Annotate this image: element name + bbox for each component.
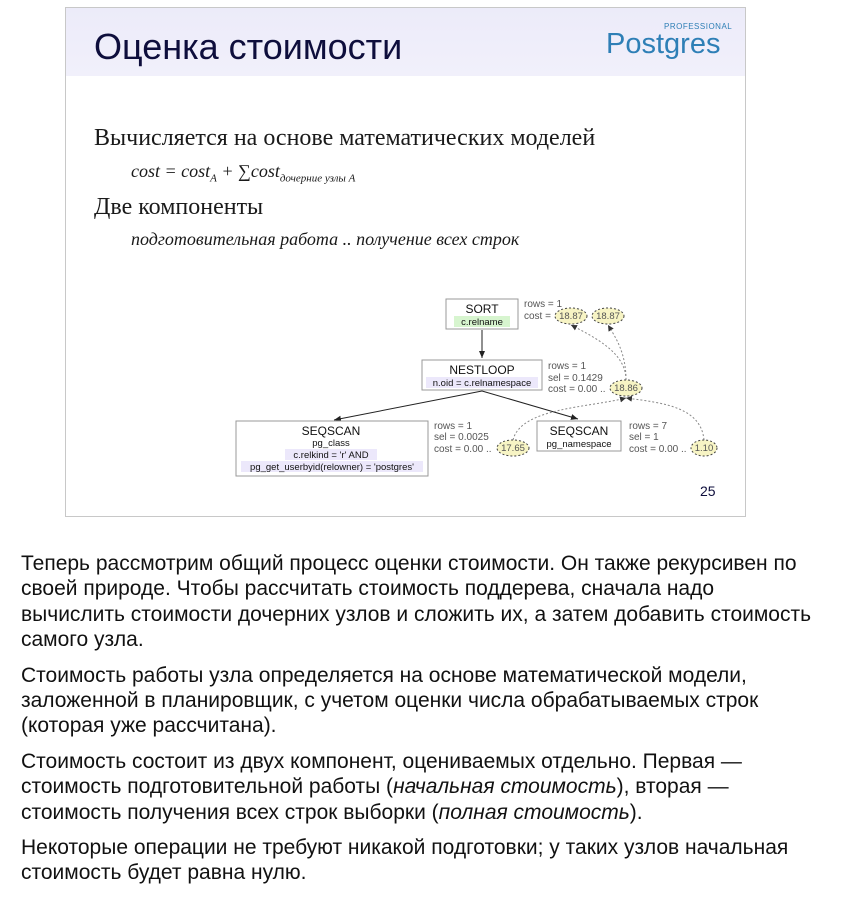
sort-total-cost: 18.87 (596, 311, 620, 322)
sort-startup-cost-badge (554, 307, 588, 325)
seqscan2-rows: rows = 7 (629, 421, 668, 432)
nestloop-cost-label: cost = 0.00 .. (548, 384, 606, 395)
seqscan-pg-namespace-node: SEQSCAN pg_namespace (536, 420, 622, 452)
notes-paragraph-1: Теперь рассмотрим общий процесс оценки с… (21, 552, 812, 652)
sort-total-cost-badge (591, 307, 625, 325)
components-description: подготовительная работа .. получение все… (131, 229, 520, 249)
plan-tree-diagram: SORT c.relname rows = 1 cost = 18.87 18.… (235, 298, 718, 477)
logo-professional-text: PROFESSIONAL (664, 22, 733, 31)
slide-page-number: 25 (700, 483, 716, 499)
notes-p3-part-a: Стоимость состоит из двух компонент, оце… (21, 749, 742, 799)
seqscan2-cost-label: cost = 0.00 .. (629, 444, 687, 455)
formula-sub-a: A (210, 172, 217, 185)
nestloop-sel: sel = 0.1429 (548, 373, 603, 384)
seqscan1-table: pg_class (312, 438, 350, 449)
cost-flow-nestloop-sort-total (607, 324, 627, 381)
seqscan1-cost-label: cost = 0.00 .. (434, 444, 492, 455)
seqscan1-total-cost-badge (496, 439, 530, 457)
notes-p3-total-cost: полная стоимость (438, 800, 630, 824)
notes-p3-part-e: ). (629, 800, 643, 824)
sort-startup-cost: 18.87 (559, 311, 583, 322)
bullet-math-models: Вычисляется на основе математических мод… (94, 125, 596, 151)
seqscan2-total-cost-badge (690, 439, 718, 457)
speaker-notes: Теперь рассмотрим общий процесс оценки с… (21, 551, 821, 896)
notes-paragraph-3: Стоимость состоит из двух компонент, оце… (21, 749, 821, 825)
sort-cost-label: cost = (524, 311, 551, 322)
logo-postgres-text: Postgres (606, 28, 721, 60)
seqscan1-total-cost: 17.65 (501, 443, 525, 454)
sort-node: SORT c.relname (445, 298, 519, 330)
edge-nestloop-seqscan2 (481, 390, 579, 420)
seqscan2-title: SEQSCAN (550, 424, 609, 438)
seqscan1-sel: sel = 0.0025 (434, 432, 489, 443)
sort-node-title: SORT (465, 302, 499, 316)
sort-node-key: c.relname (461, 317, 503, 328)
nestloop-total-cost-badge (609, 379, 643, 397)
formula-sum: + ∑cost (216, 161, 280, 181)
slide: Оценка стоимости PROFESSIONAL Postgres В… (65, 7, 746, 517)
seqscan-pg-class-node: SEQSCAN pg_class c.relkind = 'r' AND pg_… (235, 420, 429, 477)
seqscan2-sel: sel = 1 (629, 432, 659, 443)
slide-header: Оценка стоимости PROFESSIONAL Postgres (66, 8, 745, 76)
nestloop-total-cost: 18.86 (614, 383, 638, 394)
notes-paragraph-4: Некоторые операции не требуют никакой по… (21, 836, 789, 885)
nestloop-node-condition: n.oid = c.relnamespace (433, 378, 532, 389)
slide-title: Оценка стоимости (94, 26, 403, 67)
nestloop-node-title: NESTLOOP (449, 363, 514, 377)
nestloop-rows: rows = 1 (548, 361, 587, 372)
notes-paragraph-2: Стоимость работы узла определяется на ос… (21, 663, 759, 738)
seqscan2-table: pg_namespace (547, 439, 612, 450)
cost-formula: cost = costA + ∑costдочерние узлы A (131, 161, 355, 185)
cost-flow-nestloop-sort-start (570, 324, 627, 381)
notes-p3-part-c: ), вторая — стоимость получения всех стр… (21, 775, 729, 824)
sort-rows: rows = 1 (524, 299, 563, 310)
seqscan1-filter-line2: pg_get_userbyid(relowner) = 'postgres' (250, 462, 414, 473)
seqscan1-title: SEQSCAN (302, 424, 361, 438)
notes-p3-startup-cost: начальная стоимость (393, 775, 617, 799)
formula-main: cost = cost (131, 161, 211, 181)
seqscan1-rows: rows = 1 (434, 421, 473, 432)
nestloop-node: NESTLOOP n.oid = c.relnamespace (421, 359, 543, 391)
postgres-pro-logo: PROFESSIONAL Postgres (606, 14, 732, 66)
seqscan1-filter-line1: c.relkind = 'r' AND (293, 450, 368, 461)
seqscan2-total-cost: 1.10 (695, 443, 714, 454)
bullet-two-components: Две компоненты (94, 194, 264, 220)
formula-sub-children: дочерние узлы A (279, 172, 356, 185)
edge-nestloop-seqscan1 (333, 390, 483, 422)
cost-flow-seqscan2-nestloop (625, 395, 705, 441)
